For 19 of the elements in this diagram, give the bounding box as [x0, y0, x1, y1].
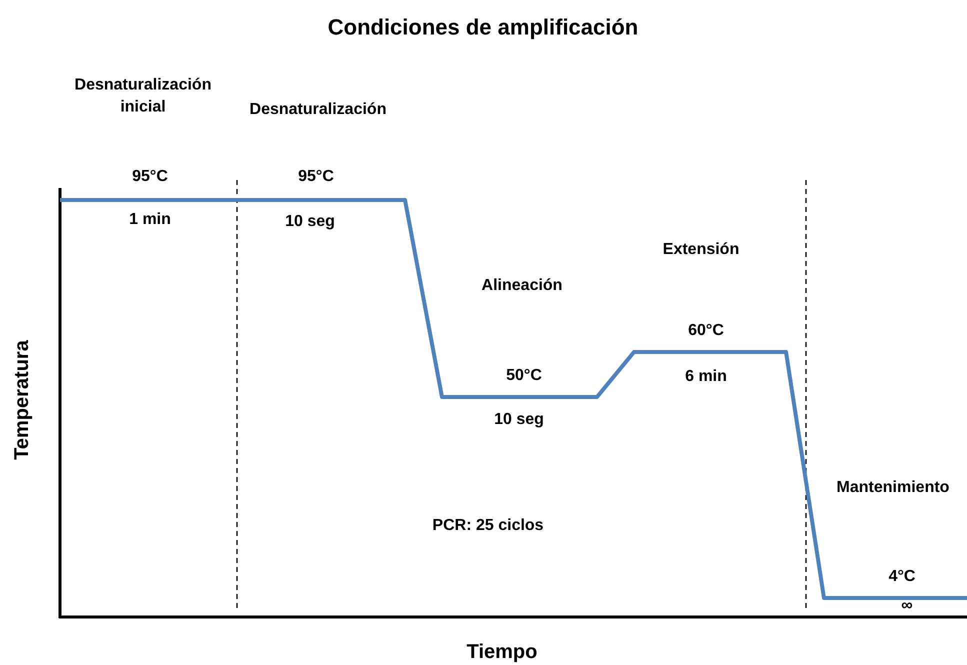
chart-title: Condiciones de amplificación — [328, 14, 638, 42]
phase-label: Mantenimiento — [836, 478, 950, 498]
temperature-label: 50°C — [506, 366, 542, 386]
axis-title: Temperatura — [10, 340, 34, 460]
cycle-note: PCR: 25 ciclos — [432, 516, 544, 536]
temperature-label: 95°C — [298, 166, 334, 187]
duration-label: 10 seg — [494, 410, 544, 430]
duration-label: 6 min — [685, 366, 727, 387]
temperature-label: 4°C — [888, 566, 916, 587]
duration-label: 1 min — [129, 210, 171, 230]
axis-title: Tiempo — [466, 640, 538, 665]
phase-label: Desnaturalización — [250, 100, 386, 120]
phase-label: Desnaturalización inicial — [74, 76, 212, 118]
duration-label: ∞ — [901, 596, 913, 616]
temperature-label: 60°C — [688, 320, 724, 341]
phase-label: Alineación — [482, 276, 562, 296]
phase-label: Extensión — [662, 240, 740, 260]
duration-label: 10 seg — [285, 212, 335, 232]
temperature-label: 95°C — [132, 166, 168, 187]
